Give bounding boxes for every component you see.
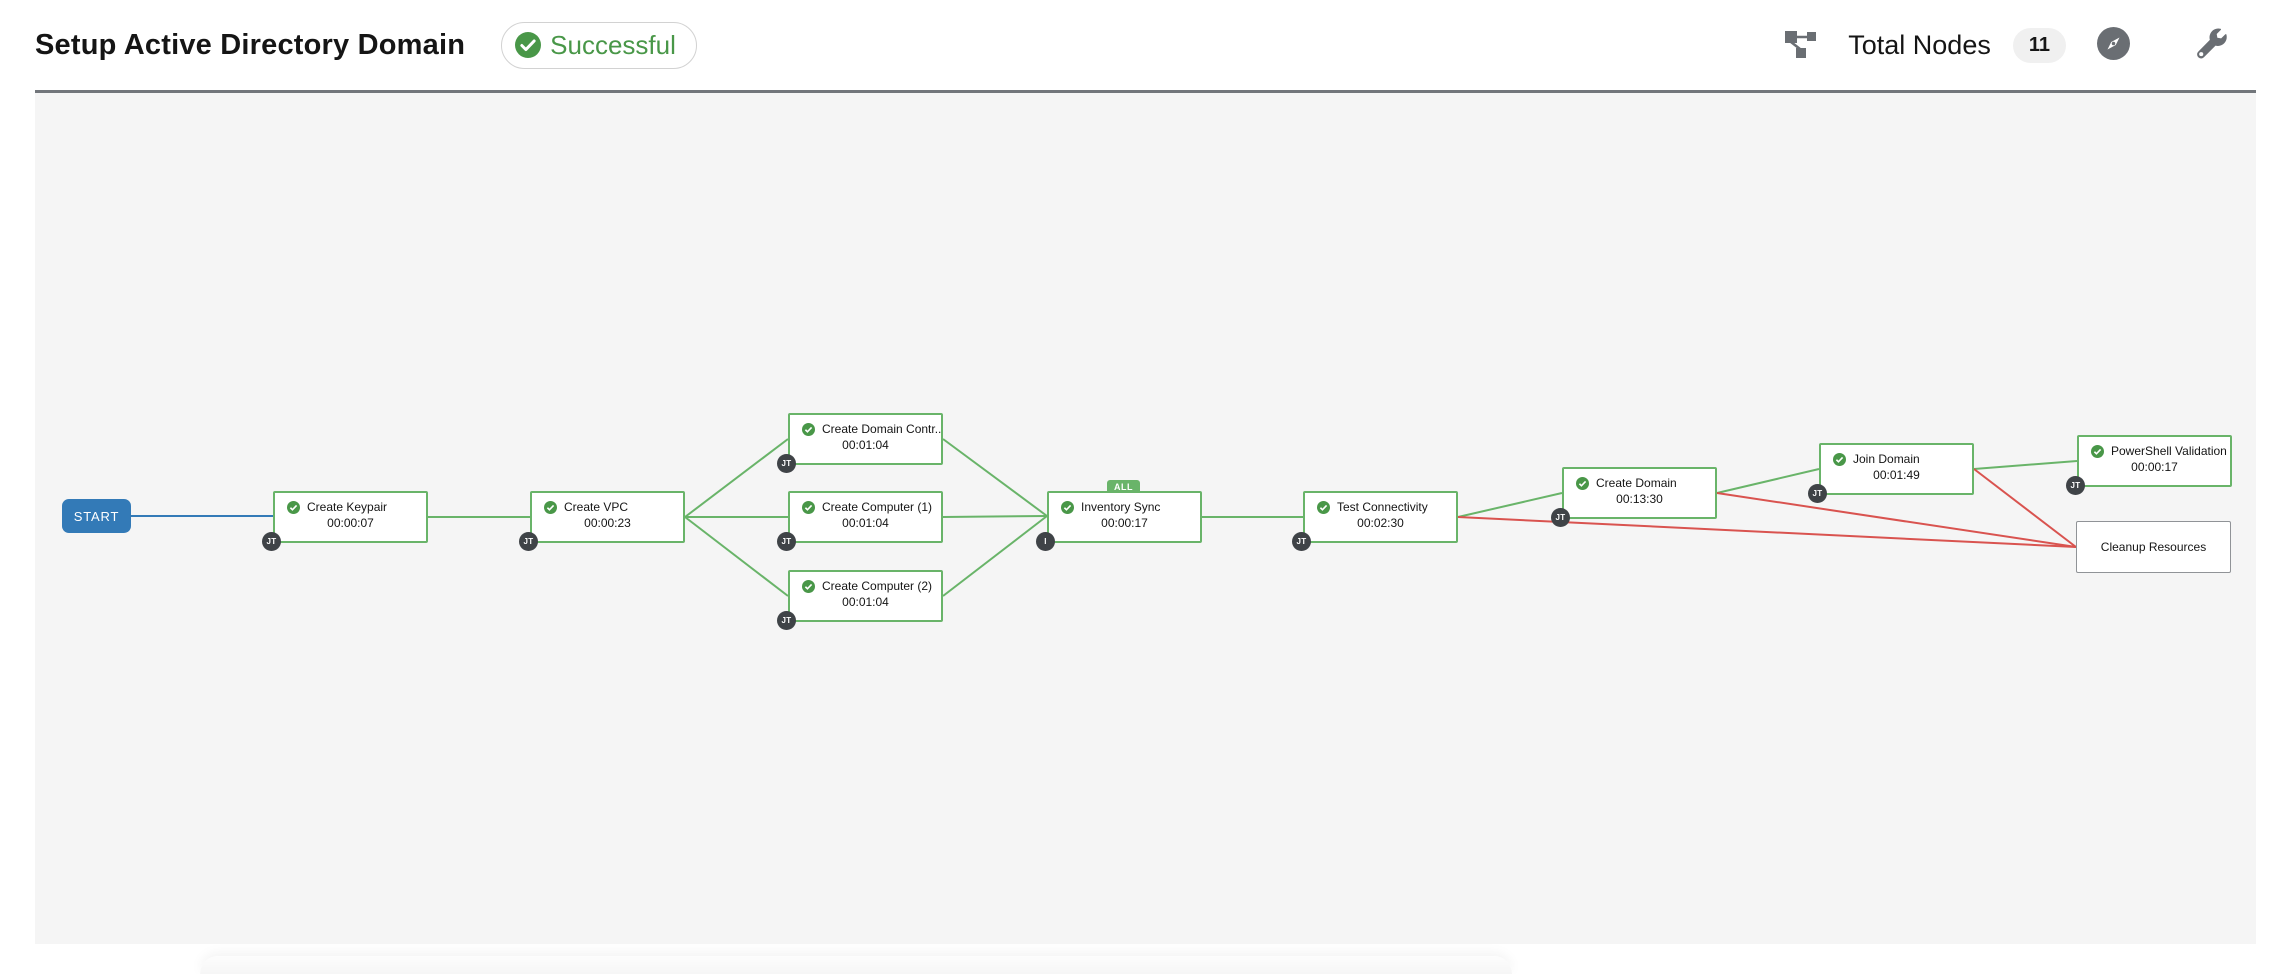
- workflow-node-create-computer-2[interactable]: Create Computer (2) 00:01:04 JT: [777, 570, 943, 630]
- page-title: Setup Active Directory Domain: [35, 28, 466, 61]
- node-elapsed: 00:13:30: [1616, 492, 1663, 506]
- success-check-icon: [1061, 500, 1074, 514]
- edge-create-computer-2-to-inventory-sync: [942, 515, 1048, 597]
- workflow-node-create-domain[interactable]: Create Domain 00:13:30 JT: [1551, 467, 1717, 527]
- edge-create-domain-to-join-domain: [1716, 468, 1820, 494]
- workflow-node-powershell-validation[interactable]: PowerShell Validation 00:00:17 JT: [2066, 435, 2232, 495]
- edge-create-vpc-to-create-domain-controller: [684, 438, 789, 518]
- node-elapsed: 00:00:17: [2131, 460, 2178, 474]
- start-node[interactable]: START: [62, 499, 131, 533]
- node-type-badge: JT: [1808, 484, 1827, 503]
- node-type-badge: I: [1036, 532, 1055, 551]
- node-label: PowerShell Validation: [2111, 444, 2227, 458]
- workflow-node-create-vpc[interactable]: Create VPC 00:00:23 JT: [519, 491, 685, 551]
- node-type-badge: JT: [1292, 532, 1311, 551]
- node-type-badge: JT: [777, 454, 796, 473]
- convergence-all-badge: ALL: [1107, 480, 1140, 493]
- node-type-badge: JT: [262, 532, 281, 551]
- workflow-node-create-domain-controller[interactable]: Create Domain Contr... 00:01:04 JT: [777, 413, 943, 473]
- workflow-node-create-computer-1[interactable]: Create Computer (1) 00:01:04 JT: [777, 491, 943, 551]
- node-elapsed: 00:00:23: [584, 516, 631, 530]
- compass-icon: [2097, 27, 2130, 63]
- edge-create-computer-1-to-inventory-sync: [942, 515, 1048, 518]
- node-label: Inventory Sync: [1081, 500, 1161, 514]
- node-label: Create Keypair: [307, 500, 388, 514]
- bottom-panel-shadow: [200, 956, 1512, 974]
- node-type-badge: JT: [1551, 508, 1570, 527]
- tools-button[interactable]: [2194, 27, 2228, 64]
- edge-join-domain-to-powershell-validation: [1973, 460, 2078, 470]
- node-label: Test Connectivity: [1337, 500, 1428, 514]
- total-nodes-label: Total Nodes: [1848, 29, 1991, 60]
- node-label: Create VPC: [564, 500, 629, 514]
- node-type-badge: JT: [2066, 476, 2085, 495]
- status-label: Successful: [550, 29, 676, 60]
- node-type-badge: JT: [519, 532, 538, 551]
- node-type-badge: JT: [777, 611, 796, 630]
- node-label: Join Domain: [1853, 452, 1920, 466]
- edge-join-domain-to-cleanup-resources: [1973, 468, 2077, 548]
- success-check-icon: [802, 422, 815, 436]
- total-nodes-count: 11: [2012, 27, 2066, 63]
- node-elapsed: 00:01:49: [1873, 468, 1920, 482]
- edge-test-connectivity-to-cleanup-resources: [1457, 516, 2077, 548]
- visualizer-header: Setup Active Directory Domain Successful…: [0, 0, 2290, 90]
- check-circle-icon: [515, 32, 542, 58]
- success-check-icon: [544, 500, 557, 514]
- workflow-canvas[interactable]: START Create Keypair 00:00:07 JT Create …: [35, 93, 2256, 944]
- header-divider: [35, 90, 2256, 93]
- edge-test-connectivity-to-create-domain: [1457, 492, 1563, 518]
- legend-button[interactable]: [2097, 27, 2130, 63]
- success-check-icon: [802, 579, 815, 593]
- success-check-icon: [802, 500, 815, 514]
- status-badge[interactable]: Successful: [501, 21, 697, 69]
- edge-create-vpc-to-create-computer-2: [684, 516, 789, 597]
- workflow-node-cleanup-resources[interactable]: Cleanup Resources: [2076, 521, 2231, 573]
- node-label: Create Domain Contr...: [822, 422, 941, 436]
- edge-create-domain-controller-to-inventory-sync: [942, 438, 1048, 517]
- workflow-edges: [131, 438, 2078, 597]
- node-type-badge: JT: [777, 532, 796, 551]
- wrench-icon: [2194, 27, 2228, 64]
- success-check-icon: [287, 500, 300, 514]
- success-check-icon: [2091, 444, 2104, 458]
- sitemap-icon: [1784, 28, 1818, 63]
- workflow-node-test-connectivity[interactable]: Test Connectivity 00:02:30 JT: [1292, 491, 1458, 551]
- workflow-node-join-domain[interactable]: Join Domain 00:01:49 JT: [1808, 443, 1974, 503]
- node-label: Create Computer (2): [822, 579, 933, 593]
- workflow-node-create-keypair[interactable]: Create Keypair 00:00:07 JT: [262, 491, 428, 551]
- node-elapsed: 00:00:07: [327, 516, 374, 530]
- success-check-icon: [1576, 476, 1589, 490]
- node-elapsed: 00:01:04: [842, 516, 889, 530]
- node-label: Create Domain: [1596, 476, 1677, 490]
- edge-create-domain-to-cleanup-resources: [1716, 492, 2077, 548]
- node-label: Create Computer (1): [822, 500, 933, 514]
- node-label: Cleanup Resources: [2100, 540, 2207, 554]
- workflow-node-inventory-sync[interactable]: ALL Inventory Sync 00:00:17 I: [1036, 480, 1202, 551]
- node-elapsed: 00:00:17: [1101, 516, 1148, 530]
- node-elapsed: 00:01:04: [842, 438, 889, 452]
- node-elapsed: 00:02:30: [1357, 516, 1404, 530]
- node-elapsed: 00:01:04: [842, 595, 889, 609]
- success-check-icon: [1317, 500, 1330, 514]
- success-check-icon: [1833, 452, 1846, 466]
